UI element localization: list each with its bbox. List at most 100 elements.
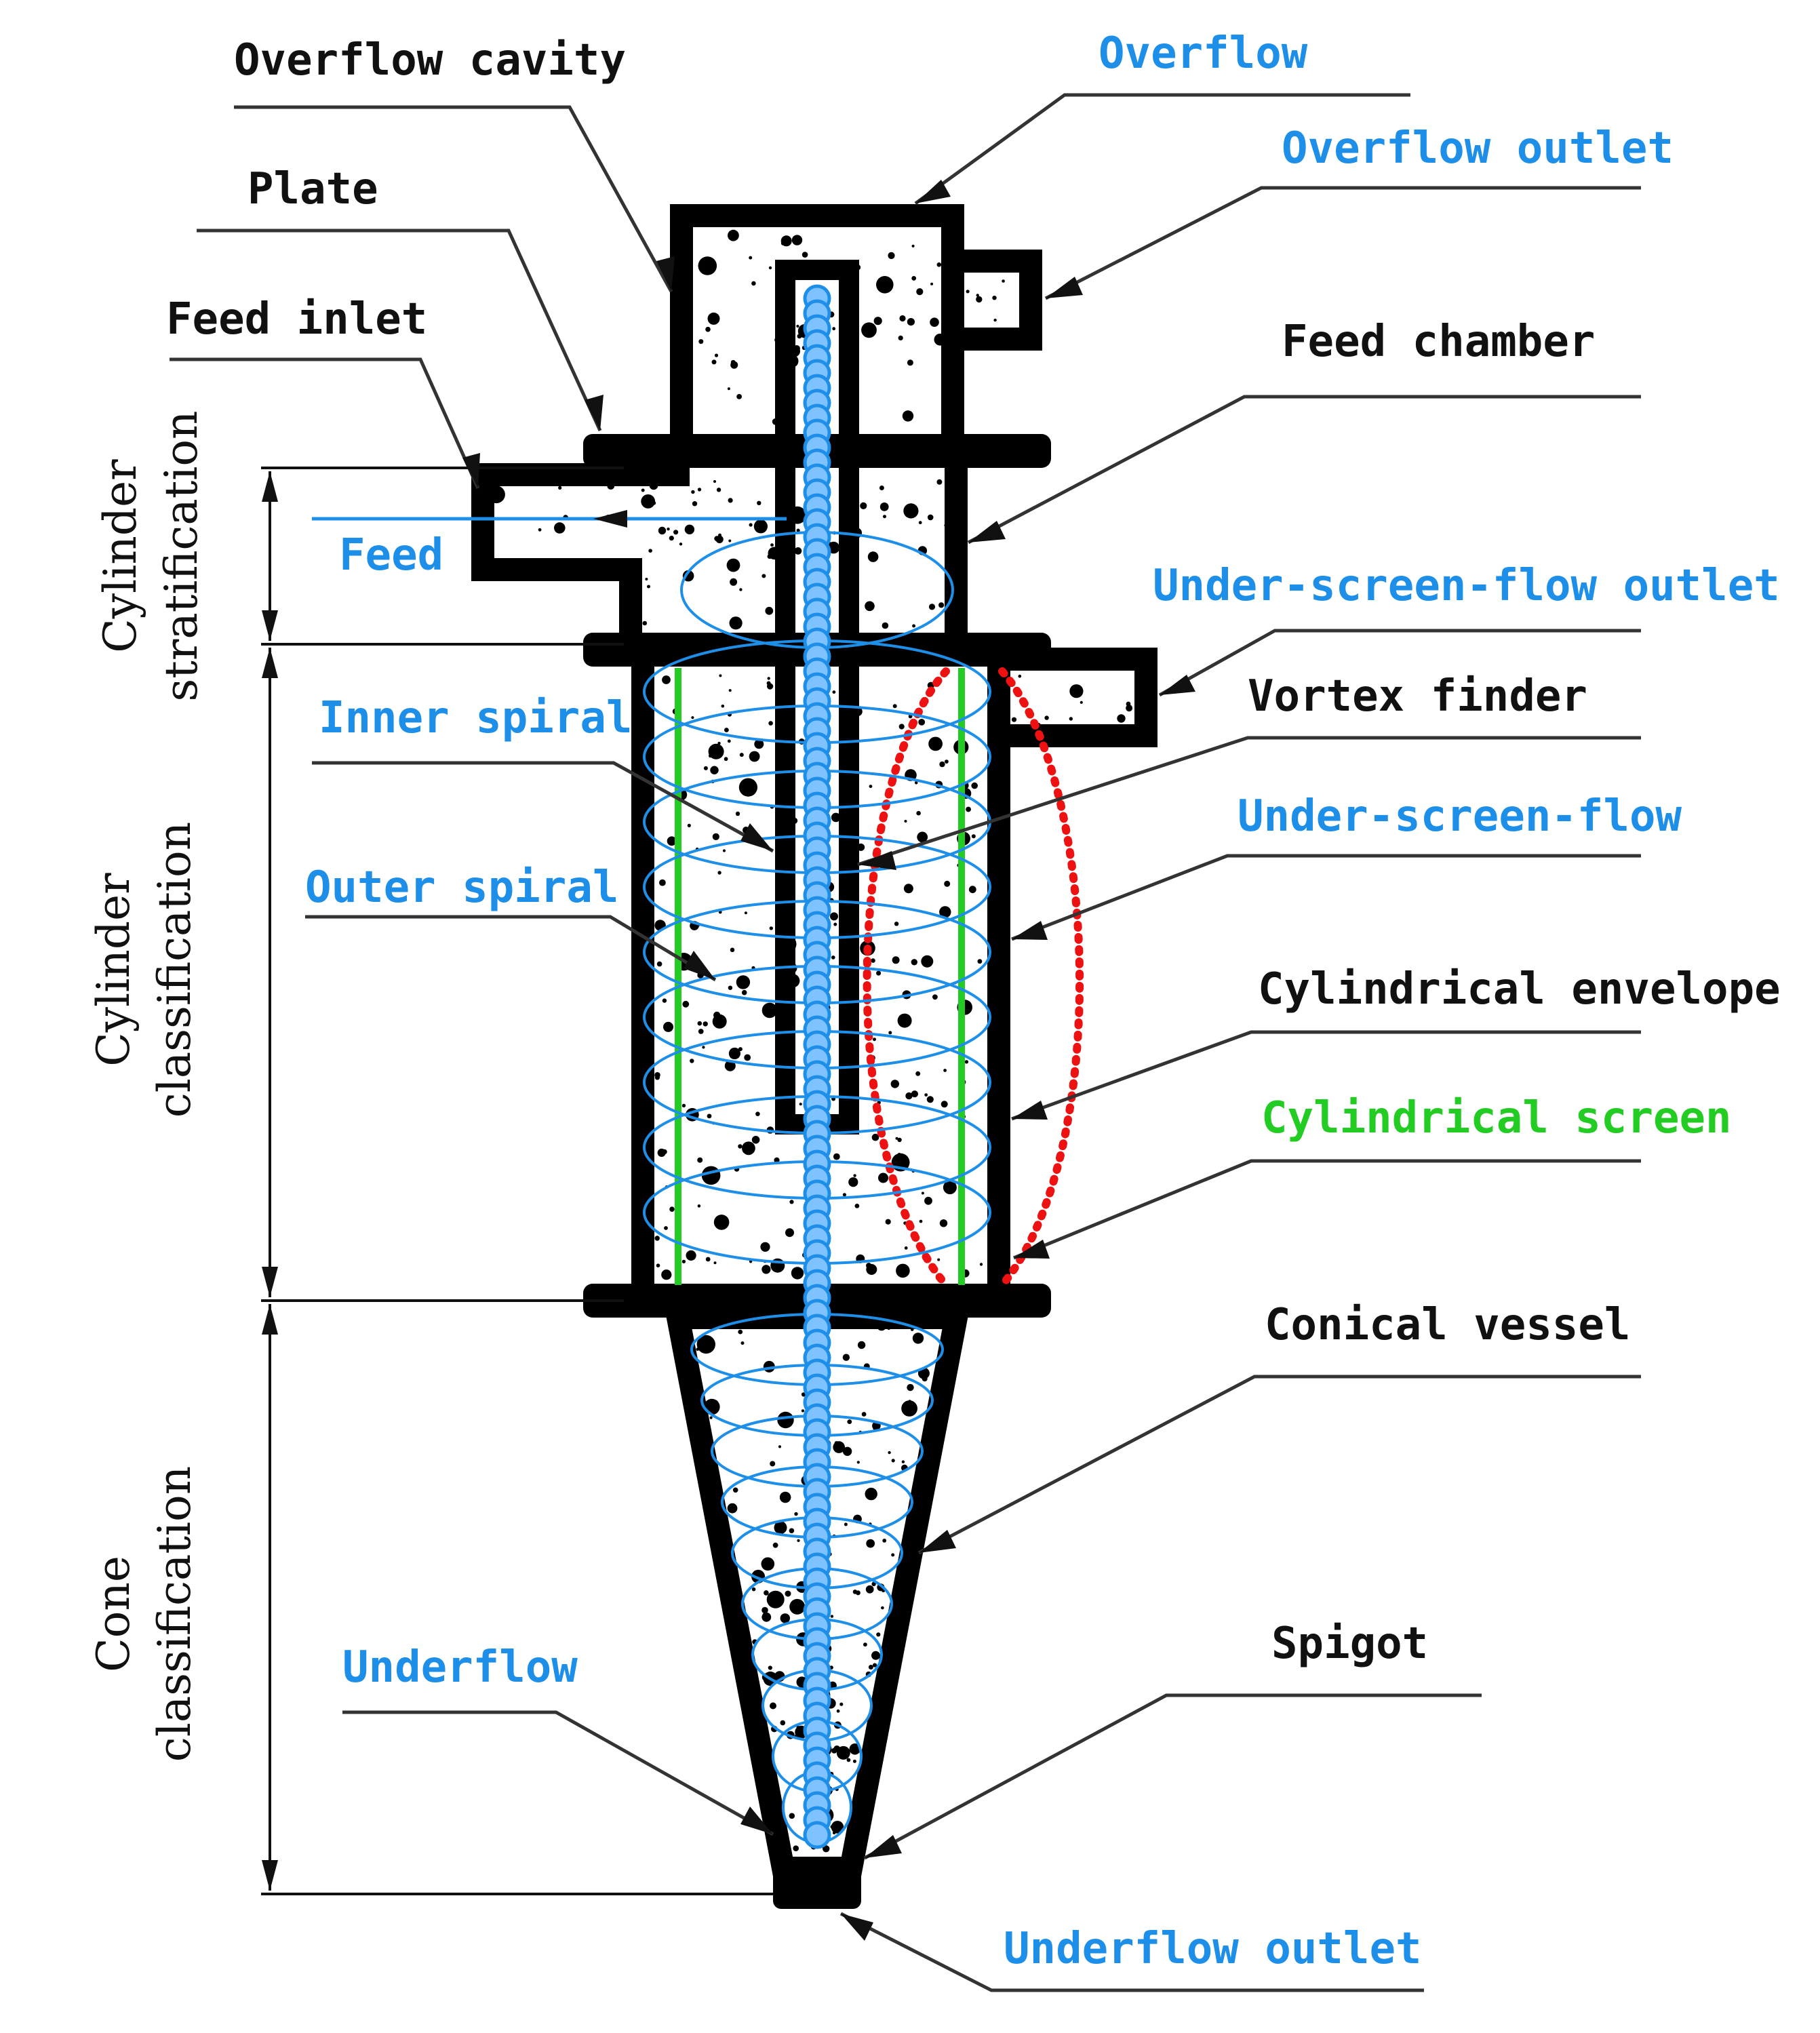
particle-dot <box>766 681 771 686</box>
particle-dot <box>1002 279 1005 283</box>
particle-dot <box>642 620 648 626</box>
particle-dot <box>768 1665 772 1670</box>
particle-dot <box>667 528 670 531</box>
particle-dot <box>992 296 997 300</box>
particle-dot <box>1018 674 1022 678</box>
label-vortex-finder: Vortex finder <box>1248 671 1587 722</box>
particle-dot <box>863 1642 867 1647</box>
particle-dot <box>662 675 671 684</box>
particle-dot <box>715 535 724 544</box>
label-cylindrical-envelope: Cylindrical envelope <box>1258 964 1781 1014</box>
particle-dot <box>897 1153 901 1156</box>
particle-dot <box>705 1257 711 1262</box>
particle-dot <box>895 1137 898 1140</box>
particle-dot <box>888 1450 891 1455</box>
particle-dot <box>911 959 918 966</box>
particle-dot <box>770 1461 776 1467</box>
particle-dot <box>908 1400 911 1404</box>
particle-dot <box>703 1021 708 1027</box>
particle-dot <box>663 1021 673 1032</box>
label-cylindrical-screen: Cylindrical screen <box>1261 1093 1732 1143</box>
particle-dot <box>1069 684 1084 698</box>
particle-dot <box>691 490 695 494</box>
particle-dot <box>876 970 882 976</box>
dimension-lines <box>261 467 773 1895</box>
particle-dot <box>794 1512 798 1516</box>
particle-dot <box>856 1461 860 1464</box>
particle-dot <box>871 958 875 963</box>
particle-dot <box>865 1585 874 1594</box>
section-cylinder-classification: Cylinder classification <box>87 822 201 1118</box>
particle-dot <box>873 1038 876 1042</box>
particle-dot <box>885 1219 891 1225</box>
particle-dot <box>736 394 742 399</box>
particle-dot <box>823 1845 830 1853</box>
particle-dot <box>692 501 698 507</box>
particle-dot <box>938 602 945 608</box>
particle-dot <box>656 1263 660 1267</box>
particle-dot <box>766 1590 785 1608</box>
particle-dot <box>1080 700 1083 704</box>
particle-dot <box>789 1528 795 1534</box>
particle-dot <box>865 601 875 612</box>
particle-dot <box>764 1590 769 1596</box>
label-under-screen-flow: Under-screen-flow <box>1238 791 1682 842</box>
particle-dot <box>749 256 753 260</box>
under-screen-flow-outlet-box <box>999 648 1158 747</box>
section-label-line1: Cone <box>87 1556 140 1672</box>
particle-dot <box>789 1200 794 1204</box>
particle-dot <box>681 1103 686 1108</box>
particle-dot <box>861 1412 867 1417</box>
particle-dot <box>708 743 724 759</box>
particle-dot <box>912 624 916 628</box>
particle-dot <box>728 689 732 692</box>
particle-dot <box>911 1090 918 1098</box>
inner-spiral-ring <box>803 1821 831 1849</box>
particle-dot <box>860 502 867 510</box>
particle-dot <box>831 812 841 823</box>
particle-dot <box>1044 715 1049 720</box>
particle-dot <box>941 1101 948 1108</box>
particle-dot <box>903 884 913 894</box>
particle-dot <box>888 1031 892 1035</box>
particle-dot <box>735 811 740 816</box>
particle-dot <box>796 528 800 532</box>
particle-dot <box>834 1441 839 1446</box>
particle-dot <box>879 502 889 511</box>
particle-dot <box>904 1246 908 1250</box>
particle-dot <box>791 235 803 245</box>
particle-dot <box>866 1539 875 1548</box>
particle-dot <box>839 1702 844 1706</box>
particle-dot <box>770 543 774 547</box>
particle-dot <box>754 739 764 749</box>
particle-dot <box>791 1267 804 1280</box>
particle-dot <box>712 833 719 840</box>
particle-dot <box>701 1166 721 1185</box>
label-inner-spiral: Inner spiral <box>319 693 632 743</box>
particle-dot <box>722 849 726 852</box>
particle-dot <box>918 719 926 726</box>
particle-dot <box>833 922 837 926</box>
particle-dot <box>654 1236 660 1241</box>
label-overflow: Overflow <box>1099 28 1308 79</box>
particle-dot <box>907 1383 914 1391</box>
particle-dot <box>852 1590 858 1594</box>
particle-dot <box>919 1219 923 1223</box>
particle-dot <box>718 533 721 537</box>
particle-dot <box>753 519 768 534</box>
particle-dot <box>799 1103 802 1106</box>
particle-dot <box>939 906 951 918</box>
particle-dot <box>554 522 566 534</box>
particle-dot <box>730 947 735 953</box>
particle-dot <box>833 1745 840 1752</box>
particle-dot <box>903 503 919 519</box>
particle-dot <box>832 1831 836 1835</box>
particle-dot <box>538 528 542 532</box>
particle-dot <box>871 1651 880 1660</box>
section-label-line1: Cylinder <box>94 459 146 653</box>
particle-dot <box>728 985 733 990</box>
particle-dot <box>738 1329 743 1335</box>
particle-dot <box>968 886 976 894</box>
particle-dot <box>728 539 732 542</box>
particle-dot <box>726 558 740 572</box>
